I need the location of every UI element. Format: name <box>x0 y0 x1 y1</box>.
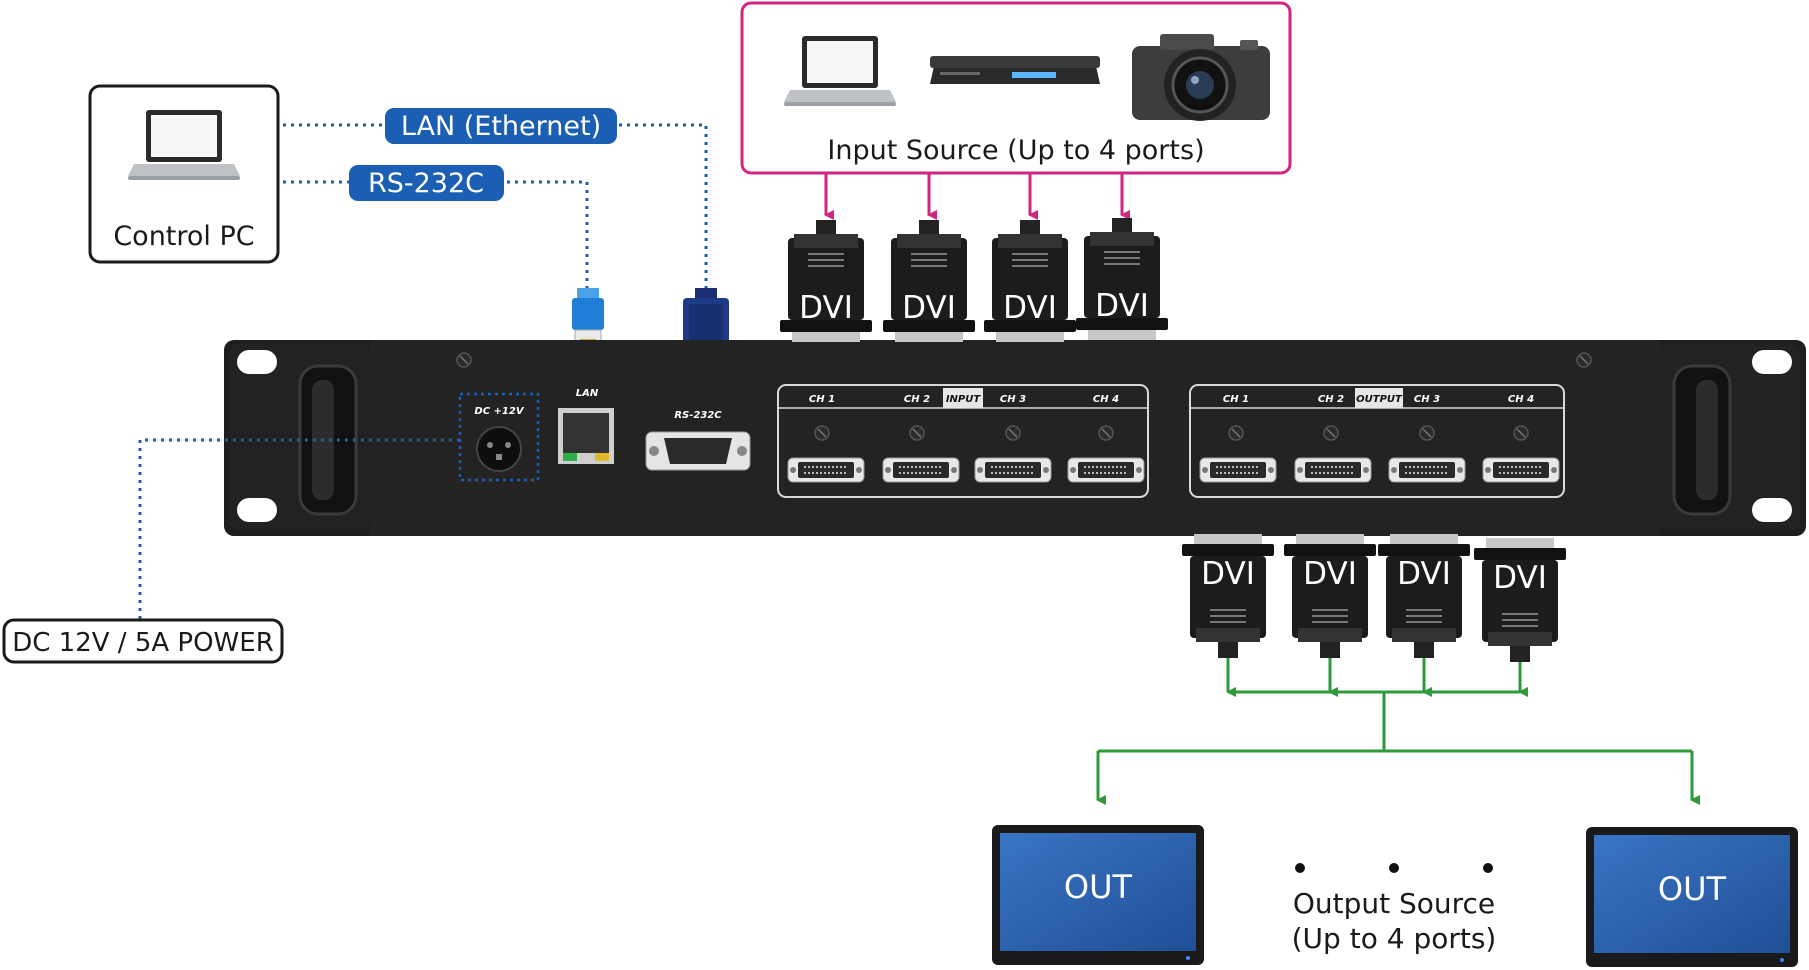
input-ch3-label: CH 3 <box>1000 394 1026 405</box>
output-monitor-right <box>1586 827 1798 967</box>
output-monitor-left-label: OUT <box>1064 868 1133 906</box>
output-ch2-label: CH 2 <box>1318 394 1344 405</box>
power-connection-line <box>138 438 460 620</box>
input-source-box <box>740 1 1292 175</box>
output-dvi-plug-icon-3 <box>1377 533 1471 659</box>
output-source-label-line1: Output Source <box>1293 887 1495 920</box>
output-dvi-label-4: DVI <box>1493 560 1547 596</box>
output-monitor-left <box>992 825 1204 965</box>
input-dvi-label-2: DVI <box>902 290 956 326</box>
output-dvi-port-2 <box>1294 457 1372 483</box>
output-group-label: OUTPUT <box>1356 394 1403 405</box>
output-dvi-label-2: DVI <box>1303 556 1357 592</box>
output-dvi-port-3 <box>1388 457 1466 483</box>
power-label-box <box>2 618 284 664</box>
output-lines <box>1096 658 1700 805</box>
rs232-pill-label: RS-232C <box>368 168 484 199</box>
output-monitor-right-label: OUT <box>1658 870 1727 908</box>
input-dvi-label-1: DVI <box>799 290 853 326</box>
output-port-group <box>1189 384 1565 498</box>
output-dvi-plug-icon-2 <box>1283 533 1377 659</box>
lan-connection-line <box>283 123 708 290</box>
input-dvi-port-4 <box>1067 457 1145 483</box>
input-dvi-label-4: DVI <box>1095 288 1149 324</box>
input-port-group <box>777 384 1149 498</box>
camera-icon <box>1132 34 1270 121</box>
input-ch2-label: CH 2 <box>904 394 930 405</box>
input-group-label: INPUT <box>946 394 982 405</box>
ellipsis-dots <box>1295 863 1493 873</box>
power-label: DC 12V / 5A POWER <box>12 628 274 658</box>
output-dvi-port-1 <box>1199 457 1277 483</box>
rs232-connection-line <box>283 180 589 290</box>
output-ch3-label: CH 3 <box>1414 394 1440 405</box>
output-dvi-port-4 <box>1482 457 1560 483</box>
rs232-port-icon <box>645 431 751 471</box>
output-ch1-label: CH 1 <box>1223 394 1249 405</box>
dc-port-label: DC +12V <box>474 406 524 417</box>
control-pc-label: Control PC <box>113 221 254 252</box>
output-dvi-label-1: DVI <box>1201 556 1255 592</box>
input-dvi-port-1 <box>787 457 865 483</box>
input-dvi-port-3 <box>974 457 1052 483</box>
media-player-icon <box>930 56 1100 84</box>
output-source-label-line2: (Up to 4 ports) <box>1292 922 1497 955</box>
input-ch4-label: CH 4 <box>1093 394 1119 405</box>
input-source-label: Input Source (Up to 4 ports) <box>827 135 1204 166</box>
output-ch4-label: CH 4 <box>1508 394 1534 405</box>
output-dvi-label-3: DVI <box>1397 556 1451 592</box>
input-dvi-label-3: DVI <box>1003 290 1057 326</box>
output-dvi-plug-icon-1 <box>1181 533 1275 659</box>
input-arrows <box>824 173 1130 220</box>
input-ch1-label: CH 1 <box>809 394 835 405</box>
rs232-port-label: RS-232C <box>674 410 722 421</box>
lan-port-icon <box>558 408 614 464</box>
dc-power-jack-icon <box>476 426 522 472</box>
dc-port-outline <box>458 392 540 482</box>
lan-pill-label: LAN (Ethernet) <box>401 111 601 142</box>
lan-port-label: LAN <box>576 388 599 399</box>
input-dvi-port-2 <box>882 457 960 483</box>
rs232-pill <box>349 165 504 201</box>
lan-pill <box>385 108 617 144</box>
output-dvi-plug-icon-4 <box>1473 537 1567 663</box>
